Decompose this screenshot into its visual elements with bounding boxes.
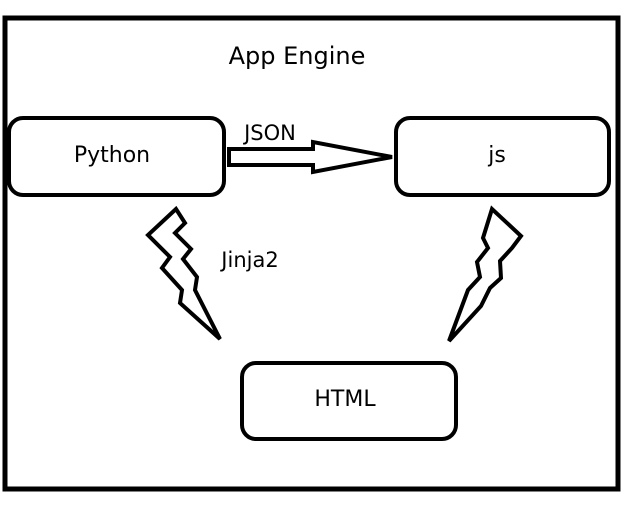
container-title: App Engine — [229, 42, 366, 70]
json-arrow — [227, 139, 393, 175]
jinja2-edge-label: Jinja2 — [219, 248, 278, 272]
python-node-box — [7, 116, 226, 197]
python-node-label: Python — [74, 143, 150, 168]
jinja2-lightning-icon — [145, 205, 222, 341]
python-node: Python — [7, 116, 226, 197]
html-node-box — [240, 361, 458, 441]
js-node-box — [394, 116, 611, 197]
js-node: js — [394, 116, 611, 197]
html-node-label: HTML — [314, 387, 376, 412]
jinja2-edge: Jinja2 — [145, 205, 279, 341]
js-html-lightning-icon — [447, 205, 524, 343]
js-node-label: js — [487, 143, 506, 168]
js-html-edge — [447, 205, 524, 343]
json-edge-label: JSON — [242, 121, 296, 145]
html-node: HTML — [240, 361, 458, 441]
json-edge: JSON — [227, 121, 393, 175]
